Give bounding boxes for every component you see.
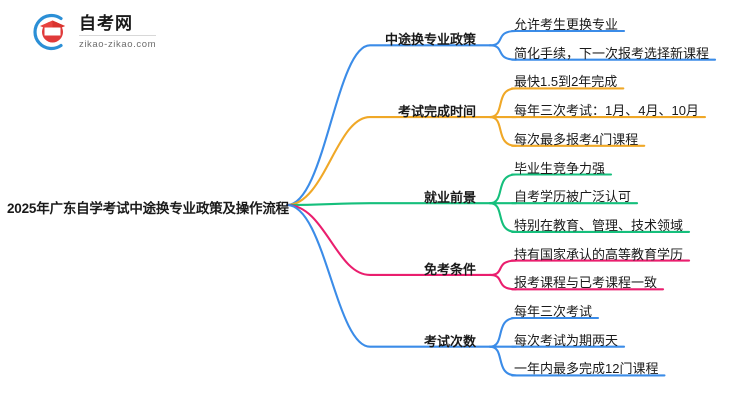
leaf-node-label: 特别在教育、管理、技术领域 bbox=[514, 217, 684, 233]
leaf-node-label: 每次最多报考4门课程 bbox=[514, 131, 639, 147]
leaf-connector bbox=[488, 202, 518, 233]
leaf-connector bbox=[488, 29, 518, 47]
leaf-connector bbox=[488, 259, 518, 276]
leaf-connector bbox=[488, 316, 518, 348]
branch-node-label-5: 考试次数 bbox=[423, 333, 476, 349]
leaf-node-label: 自考学历被广泛认可 bbox=[514, 189, 632, 205]
leaf-node-label: 最快1.5到2年完成 bbox=[514, 74, 618, 90]
logo-text-block: 自考网 zikao-zikao.com bbox=[79, 12, 157, 52]
branch-trunk bbox=[285, 116, 492, 207]
leaf-node-label: 每次考试为期两天 bbox=[514, 332, 619, 348]
leaf-connector bbox=[488, 173, 518, 205]
leaf-node-label: 每年三次考试：1月、4月、10月 bbox=[514, 103, 699, 119]
root-node-label: 2025年广东自学考试中途换专业政策及操作流程 bbox=[7, 201, 289, 216]
leaf-connector bbox=[488, 345, 518, 377]
leaf-node-label: 毕业生竞争力强 bbox=[514, 160, 606, 176]
leaf-connector bbox=[488, 87, 518, 119]
leaf-node-label: 每年三次考试 bbox=[514, 304, 593, 319]
branch-trunk bbox=[285, 202, 492, 207]
branch-trunk bbox=[285, 44, 492, 207]
site-logo: 自考网 zikao-zikao.com bbox=[28, 8, 218, 56]
branch-node-label-2: 考试完成时间 bbox=[397, 104, 476, 120]
branch-node-label-1: 中途换专业政策 bbox=[384, 32, 476, 48]
leaf-node-label: 报考课程与已考课程一致 bbox=[514, 275, 658, 291]
graduation-cap-in-circle-icon bbox=[28, 10, 72, 54]
leaf-node-label: 一年内最多完成12门课程 bbox=[514, 361, 659, 377]
logo-title: 自考网 bbox=[79, 14, 157, 36]
branch-node-label-3: 就业前景 bbox=[423, 190, 476, 206]
leaf-connector bbox=[488, 116, 518, 147]
leaf-connector bbox=[488, 273, 518, 291]
logo-subtitle: zikao-zikao.com bbox=[79, 39, 157, 50]
leaf-node-label: 允许考生更换专业 bbox=[514, 17, 619, 32]
branch-trunk bbox=[285, 203, 492, 348]
branch-trunk bbox=[285, 203, 492, 276]
leaf-connector bbox=[488, 44, 518, 61]
branch-node-label-4: 免考条件 bbox=[423, 261, 476, 277]
leaf-node-label: 持有国家承认的高等教育学历 bbox=[514, 246, 684, 262]
leaf-node-label: 简化手续，下一次报考选择新课程 bbox=[514, 45, 710, 61]
